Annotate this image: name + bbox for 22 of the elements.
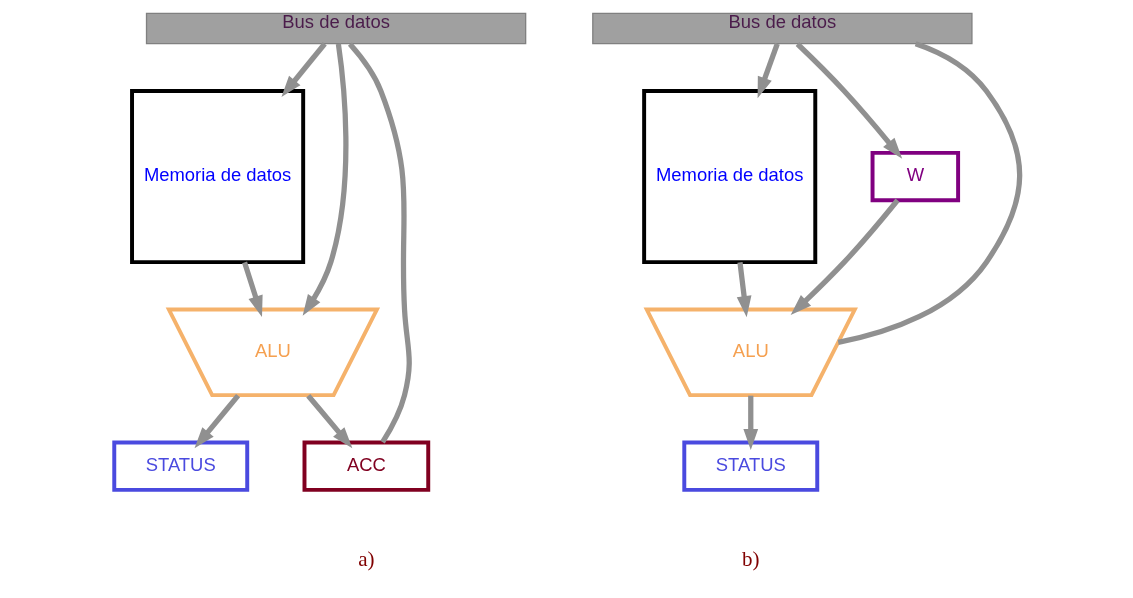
node-box: Bus de datos: [591, 12, 973, 45]
arrow: [795, 42, 902, 159]
arrow: [736, 262, 751, 318]
connector: [347, 42, 412, 444]
arrow: [302, 43, 348, 316]
arrow: [305, 394, 352, 449]
arrow: [280, 42, 327, 97]
node-box: Memoria de datos: [641, 89, 817, 265]
node-box: STATUS: [681, 440, 819, 492]
node-box: Memoria de datos: [129, 89, 305, 265]
label: b): [741, 546, 760, 571]
node-box: ACC: [302, 440, 430, 492]
arrow: [742, 395, 758, 451]
node-box: STATUS: [111, 440, 249, 492]
arrow: [757, 42, 780, 99]
label: a): [357, 546, 375, 571]
arrow: [790, 198, 900, 315]
arrow: [241, 261, 263, 317]
node-box: Bus de datos: [145, 12, 526, 45]
connector: [837, 41, 1022, 345]
node-box: W: [870, 150, 960, 203]
arrow: [194, 394, 240, 449]
